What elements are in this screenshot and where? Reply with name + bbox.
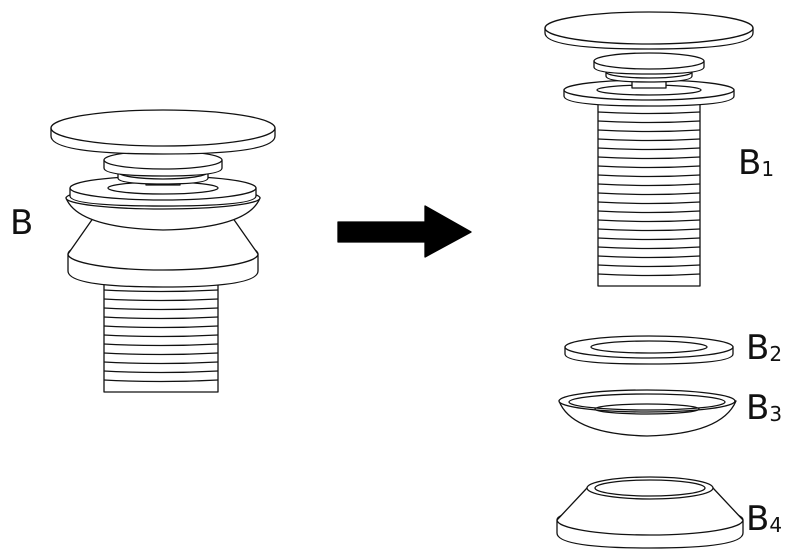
label-b2-sub: 2 [769,342,783,366]
part-b2 [564,335,734,365]
label-b1-main: B [738,143,762,183]
label-b4-main: B [746,499,770,539]
part-b3 [558,389,737,437]
label-b3: B3 [746,391,782,425]
part-b1 [544,11,754,287]
b1-cap [544,11,754,50]
label-b1-sub: 1 [761,157,775,181]
b1-flange-ring [563,79,735,107]
label-b: B [10,206,33,240]
label-b1: B1 [738,146,774,180]
assembled-threaded-shank [103,271,219,393]
label-b4-sub: 4 [769,513,783,537]
b1-threaded-shank [597,95,701,287]
assembled-cap [50,109,276,155]
label-b3-sub: 3 [769,402,783,426]
label-b2-main: B [746,328,770,368]
assembled-stem-disks [103,150,223,185]
assembled-part-b [50,109,276,393]
label-b3-main: B [746,388,770,428]
part-b4 [556,476,744,549]
label-b4: B4 [746,502,782,536]
label-b-text: B [10,203,34,243]
right-arrow-icon [337,205,472,258]
label-b2: B2 [746,331,782,365]
